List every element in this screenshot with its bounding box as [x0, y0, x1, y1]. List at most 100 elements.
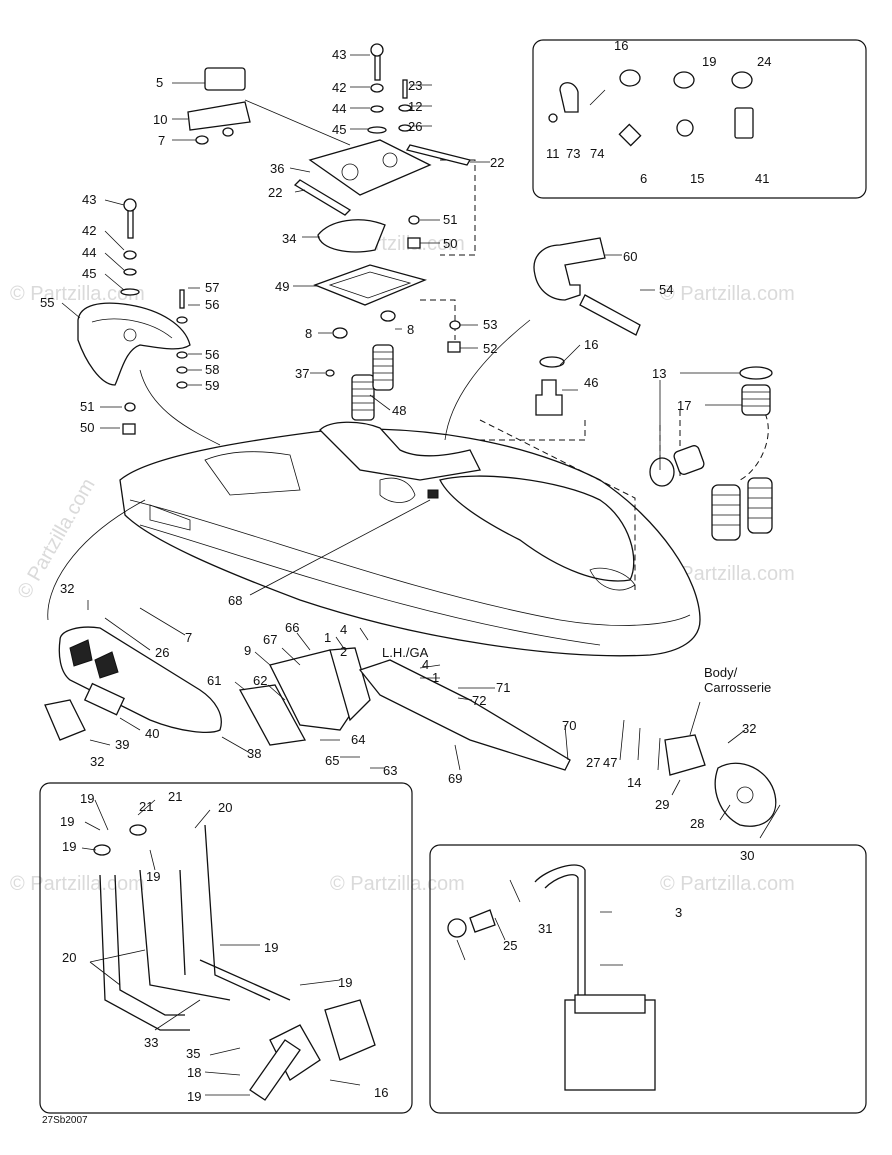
callout-number: 35 [186, 1046, 200, 1061]
inset-hardware [548, 69, 754, 147]
callout-number: 55 [40, 295, 54, 310]
callout-number: 53 [483, 317, 497, 332]
vent-hose [533, 237, 641, 336]
callout-number: 60 [623, 249, 637, 264]
callout-number: 72 [472, 693, 486, 708]
reference-line [480, 420, 586, 441]
callout-number: 73 [566, 146, 580, 161]
callout-number: 43 [332, 47, 346, 62]
callout-number: 58 [205, 362, 219, 377]
callout-number: 26 [155, 645, 169, 660]
callout-number: 5 [156, 75, 163, 90]
callout-number: 12 [408, 99, 422, 114]
callout-number: 42 [332, 80, 346, 95]
callout-number: 6 [640, 171, 647, 186]
callout-number: 4 [422, 657, 429, 672]
callout-number: 8 [407, 322, 414, 337]
callout-number: 29 [655, 797, 669, 812]
callout-number: 50 [80, 420, 94, 435]
callout-number: 38 [247, 746, 261, 761]
watermark: © Partzilla.com [660, 283, 795, 305]
callout-number: 7 [158, 133, 165, 148]
callout-number: 16 [614, 38, 628, 53]
callout-number: 25 [503, 938, 517, 953]
callout-number: 48 [392, 403, 406, 418]
callout-number: 20 [218, 800, 232, 815]
callout-number: 1 [432, 670, 439, 685]
battery-vent [447, 864, 656, 1091]
callout-number: 56 [205, 347, 219, 362]
callout-number: 56 [205, 297, 219, 312]
callout-number: 26 [408, 119, 422, 134]
callout-number: 3 [675, 905, 682, 920]
callout-number: 49 [275, 279, 289, 294]
callout-number: 19 [187, 1089, 201, 1104]
callout-number: 2 [340, 644, 347, 659]
grab-handle [77, 302, 191, 386]
callout-number: 51 [80, 399, 94, 414]
drain-plugs [649, 366, 773, 541]
callout-number: 67 [263, 632, 277, 647]
hull [119, 421, 701, 657]
fuel-lines [93, 824, 376, 1101]
callout-number: 4 [340, 622, 347, 637]
callout-number: 32 [90, 754, 104, 769]
watermark: © Partzilla.com [10, 873, 145, 895]
callout-number: 15 [690, 171, 704, 186]
callout-number: 22 [268, 185, 282, 200]
reference-line [479, 419, 636, 590]
hull-fitting [427, 489, 439, 499]
callout-number: 9 [244, 643, 251, 658]
callout-number: 21 [168, 789, 182, 804]
watermark-vertical: © Partzilla.com [13, 475, 99, 603]
watermark: © Partzilla.com [330, 873, 465, 895]
callout-number: 19 [702, 54, 716, 69]
fuel-line-inset-box [39, 782, 413, 1114]
callout-number: 62 [253, 673, 267, 688]
reference-line [440, 159, 476, 256]
callout-number: 68 [228, 593, 242, 608]
callout-number: 14 [627, 775, 641, 790]
watermark: © Partzilla.com [10, 283, 145, 305]
callout-number: 71 [496, 680, 510, 695]
side-note: L.H./GA [382, 645, 429, 660]
callout-number: 36 [270, 161, 284, 176]
mounting-plates [187, 67, 472, 306]
callout-number: 32 [60, 581, 74, 596]
callout-number: 57 [205, 280, 219, 295]
reference-line [420, 299, 456, 340]
battery-vent-inset-box [429, 844, 867, 1114]
callout-number: 31 [538, 921, 552, 936]
callout-number: 70 [562, 718, 576, 733]
callout-number: 66 [285, 620, 299, 635]
callout-number: 21 [139, 799, 153, 814]
callout-number: 64 [351, 732, 365, 747]
callout-number: 74 [590, 146, 604, 161]
watermark: © Partzilla.com [660, 873, 795, 895]
callout-number: 10 [153, 112, 167, 127]
callout-number: 69 [448, 771, 462, 786]
watermark: © Partzilla.com [660, 563, 795, 585]
callout-number: 52 [483, 341, 497, 356]
callout-number: 44 [332, 101, 346, 116]
callout-number: 19 [80, 791, 94, 806]
fitting [535, 356, 565, 416]
callout-number: 27 [586, 755, 600, 770]
callout-number: 63 [383, 763, 397, 778]
callout-number: 51 [443, 212, 457, 227]
callout-number: 65 [325, 753, 339, 768]
callout-number: 19 [62, 839, 76, 854]
callout-number: 41 [755, 171, 769, 186]
callout-number: 13 [652, 366, 666, 381]
callout-number: 19 [146, 869, 160, 884]
callout-number: 44 [82, 245, 96, 260]
callout-number: 61 [207, 673, 221, 688]
callout-number: 37 [295, 366, 309, 381]
callout-number: 50 [443, 236, 457, 251]
diagram-code: 27Sb2007 [42, 1115, 88, 1126]
callout-number: 54 [659, 282, 673, 297]
callout-number: 45 [82, 266, 96, 281]
bellows [351, 344, 394, 421]
